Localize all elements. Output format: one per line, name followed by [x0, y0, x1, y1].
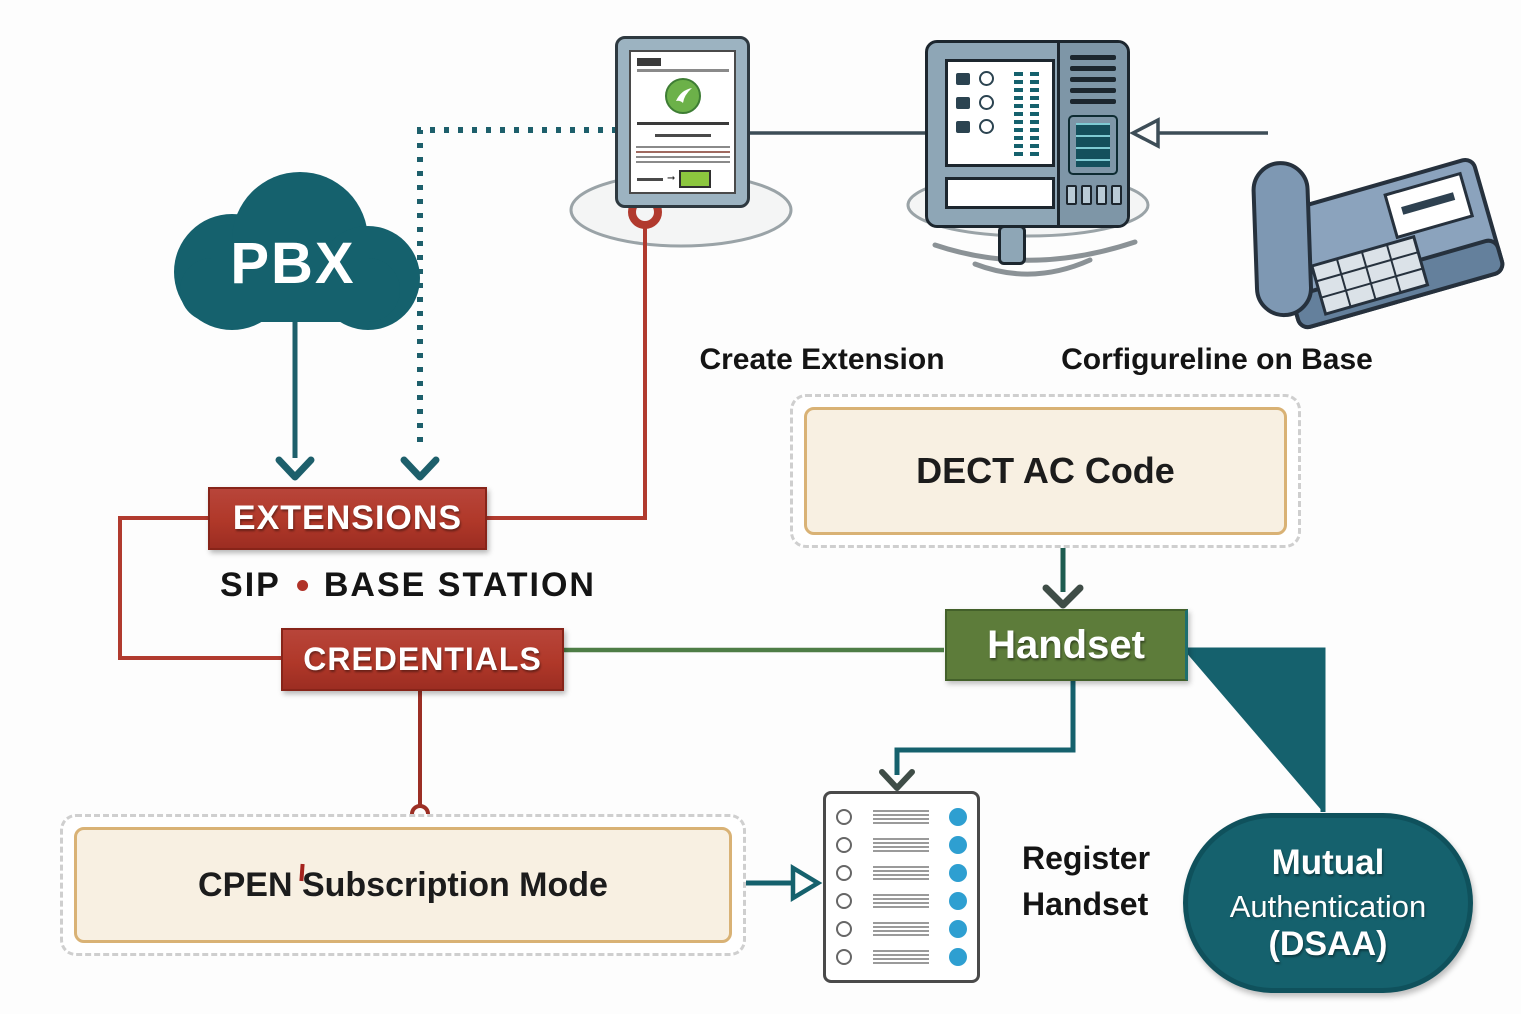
phone-to-base-arrowhead: [1129, 117, 1160, 149]
form-lines: [636, 146, 730, 166]
dotted-line-tablet-to-extensions: [417, 127, 617, 448]
mutual-auth-pill: Mutual Authentication (DSAA): [1183, 813, 1473, 993]
pbx-arrowhead: [275, 456, 315, 481]
pbx-label: PBX: [230, 231, 355, 296]
dect-ac-code-box: DECT AC Code: [790, 394, 1301, 548]
list-item: [836, 948, 967, 966]
handset-to-list-line: [894, 678, 1076, 775]
subscription-mode-box: CPEN Subscription Mode: [60, 814, 746, 956]
pbx-cloud: PBX: [174, 172, 420, 330]
sip-label: SIP: [220, 566, 281, 604]
handset-box: Handset: [945, 609, 1188, 681]
list-item: [836, 920, 967, 938]
tablet-screen: ➞: [629, 50, 736, 194]
create-extension-label: Create Extension: [699, 343, 945, 376]
tablet-device-icon: ➞: [615, 36, 750, 208]
desk-phone-icon: [1251, 157, 1505, 330]
base-station-label: BASE STATION: [323, 566, 596, 604]
handset-to-mutualauth-line: [1184, 647, 1326, 812]
wireless-waves-icon: [932, 239, 1138, 277]
base-buttons: [1066, 185, 1122, 205]
red-dot-separator: [296, 580, 308, 591]
sip-base-station-label: SIP BASE STATION: [220, 566, 596, 605]
dotted-arrowhead: [400, 456, 440, 481]
list-item: [836, 864, 967, 882]
dect-base-station-icon: [925, 40, 1130, 265]
base-foot-tab: [998, 225, 1026, 265]
credentials-box: CREDENTIALS: [281, 628, 564, 691]
subscription-to-list-arrowhead: [790, 864, 823, 902]
green-submit-button-icon: [679, 170, 712, 188]
small-arrow-icon: ➞: [667, 173, 676, 184]
base-display: [945, 59, 1055, 167]
list-item: [836, 808, 967, 826]
vent-lines: [1070, 55, 1116, 110]
base-slot: [945, 177, 1055, 209]
dect-to-handset-arrowhead: [1042, 584, 1084, 609]
tablet-to-extensions-red-line: [484, 226, 647, 520]
tablet-title-tag: [637, 58, 661, 66]
list-item: [836, 836, 967, 854]
dove-icon: [665, 78, 701, 114]
register-handset-label: Register Handset: [1022, 840, 1151, 923]
configure-line-on-base-label: Corfigureline on Base: [1061, 343, 1373, 376]
extensions-to-credentials-red-line: [118, 516, 281, 660]
base-teal-screen: [1068, 115, 1118, 175]
base-side-panel: [1057, 43, 1127, 225]
handset-to-list-arrowhead: [879, 769, 915, 791]
registration-list-icon: [823, 791, 980, 983]
list-item: [836, 892, 967, 910]
extensions-box: EXTENSIONS: [208, 487, 487, 550]
